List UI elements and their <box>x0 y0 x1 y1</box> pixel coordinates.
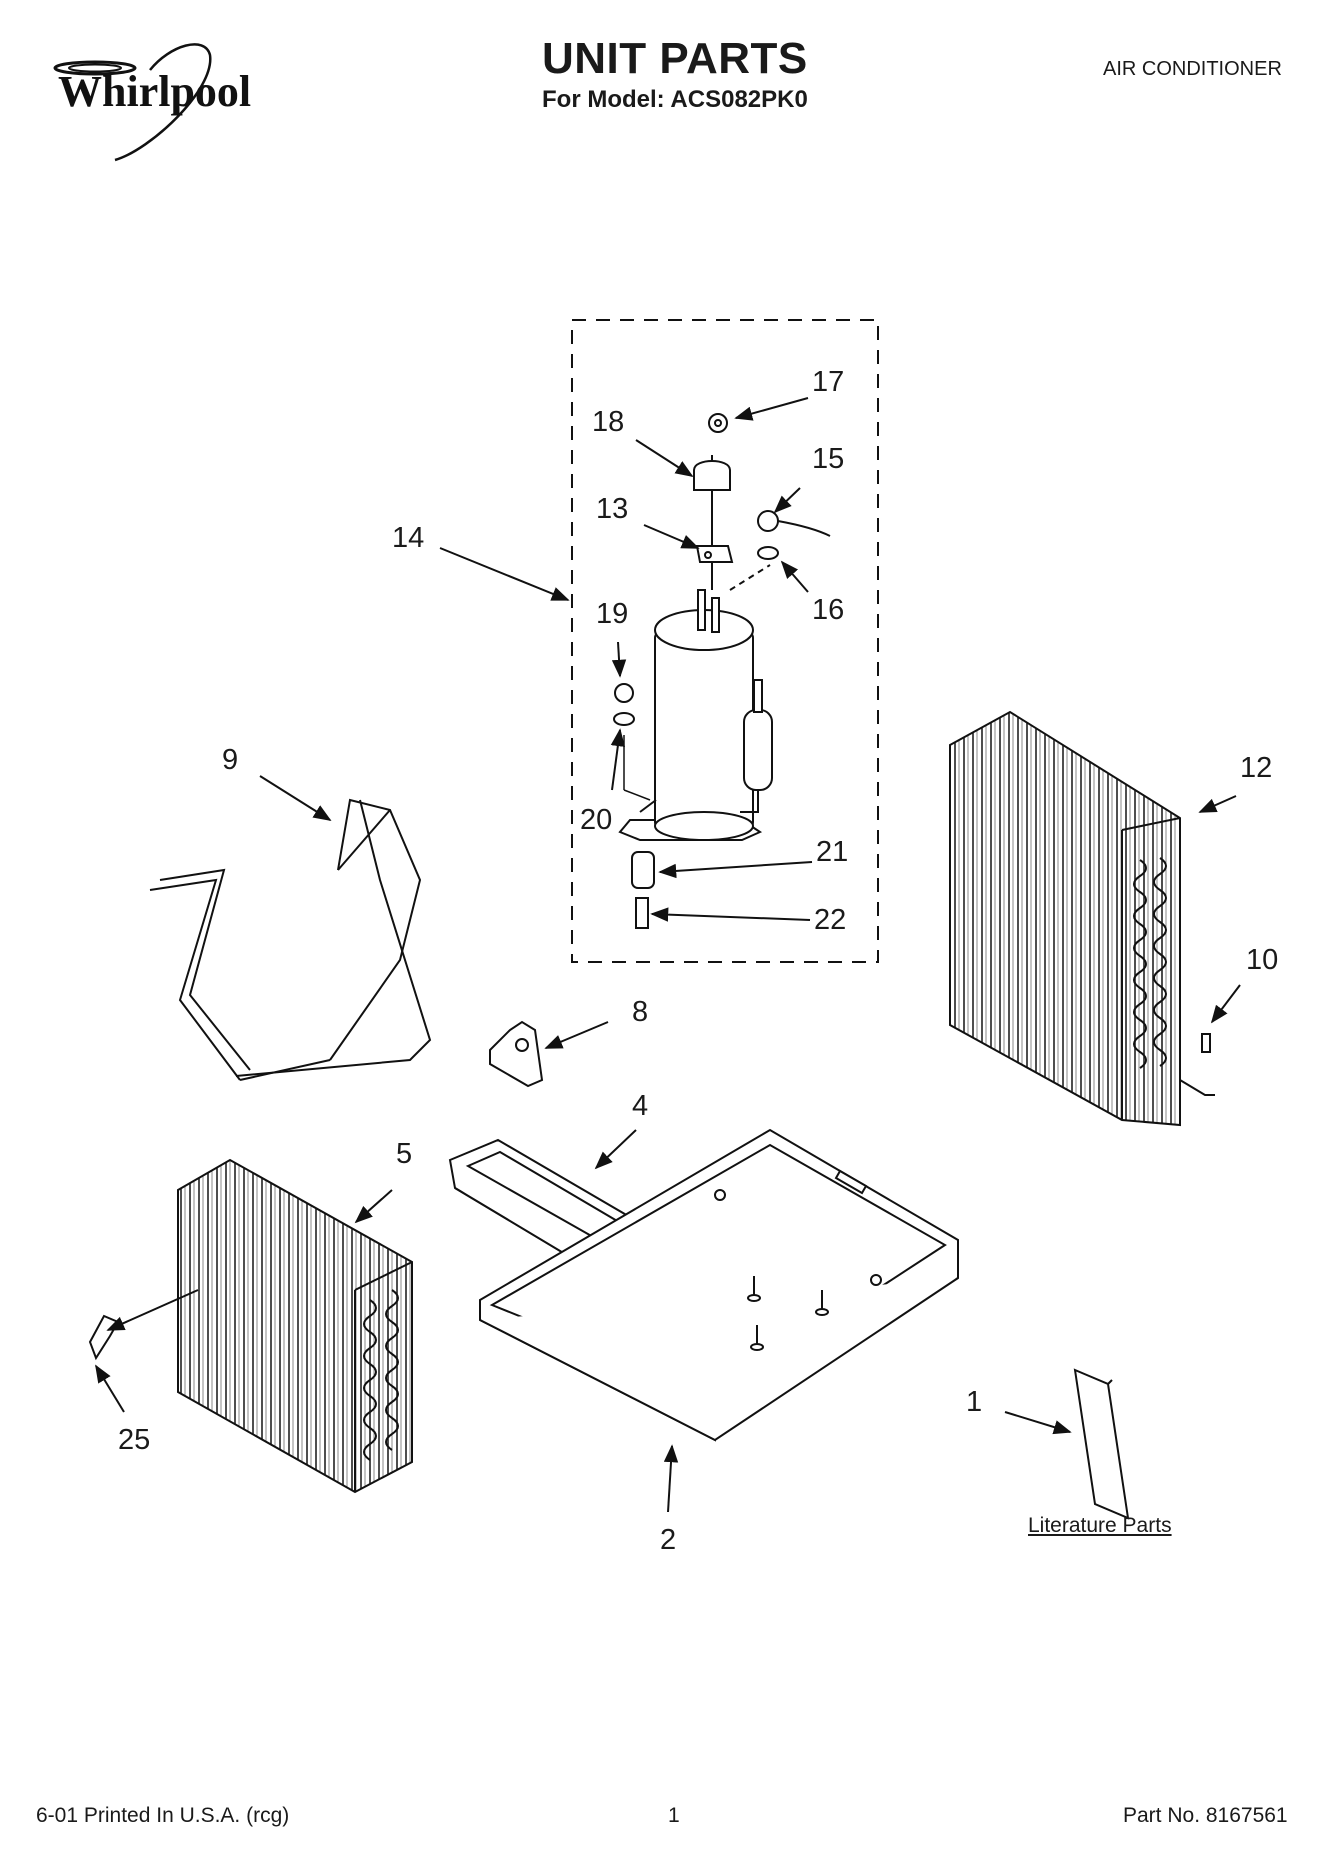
model-line: For Model: ACS082PK0 <box>542 86 808 113</box>
literature-book <box>1073 1368 1130 1520</box>
callout-12: 12 <box>1240 752 1273 784</box>
callout-5: 5 <box>396 1138 413 1170</box>
bracket-8 <box>489 1020 544 1088</box>
callout-16: 16 <box>812 594 845 626</box>
callout-21: 21 <box>816 836 849 868</box>
callout-17: 17 <box>812 366 845 398</box>
callout-15: 15 <box>812 443 845 475</box>
callout-20: 20 <box>580 804 613 836</box>
callout-13: 13 <box>596 493 629 525</box>
leader-arrows <box>95 397 1241 1513</box>
small-parts <box>613 413 831 929</box>
callout-18: 18 <box>592 406 625 438</box>
callout-9: 9 <box>222 744 239 776</box>
callout-14: 14 <box>392 522 425 554</box>
compressor-group-box <box>571 319 879 963</box>
callout-10: 10 <box>1246 944 1279 976</box>
footer-part-number: Part No. 8167561 <box>1123 1804 1288 1827</box>
literature-parts-label: Literature Parts <box>1028 1514 1172 1537</box>
callout-4: 4 <box>632 1090 649 1122</box>
doc-type: AIR CONDITIONER <box>1103 58 1282 80</box>
callout-8: 8 <box>632 996 649 1028</box>
callout-22: 22 <box>814 904 847 936</box>
base-pan <box>479 1128 959 1442</box>
logo-swirl <box>53 43 212 162</box>
footer-page-number: 1 <box>668 1804 680 1827</box>
page-title: UNIT PARTS <box>542 34 808 83</box>
evaporator-coil <box>177 1158 413 1494</box>
clip-25 <box>88 1314 120 1361</box>
compressor <box>618 455 773 841</box>
condenser-coil <box>949 710 1215 1127</box>
callout-19: 19 <box>596 598 629 630</box>
callout-2: 2 <box>660 1524 677 1556</box>
callout-25: 25 <box>118 1424 151 1456</box>
footer-printed: 6-01 Printed In U.S.A. (rcg) <box>36 1804 290 1827</box>
callout-1: 1 <box>966 1386 983 1418</box>
heater-coil <box>149 798 432 1081</box>
